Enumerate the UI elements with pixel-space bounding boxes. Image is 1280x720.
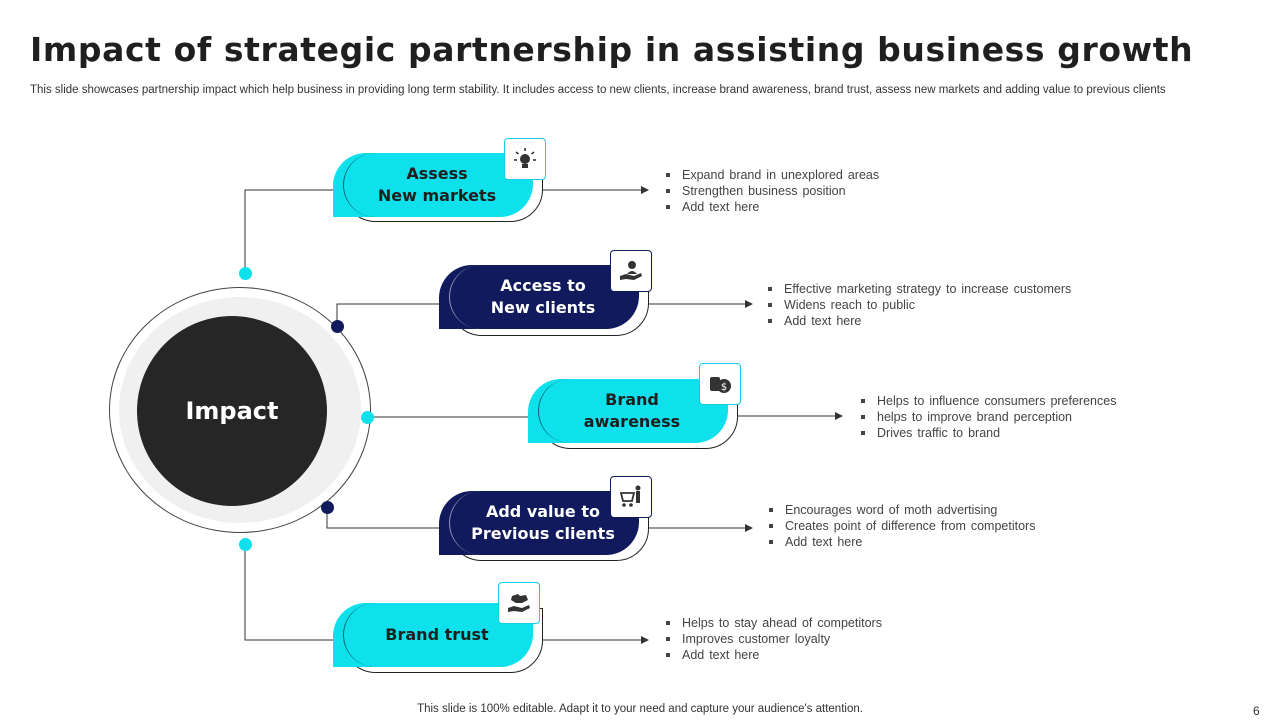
page-number: 6 — [1253, 704, 1260, 718]
icon-box-3: $ — [699, 363, 741, 405]
connector-5 — [244, 544, 335, 641]
bullet-item: Helps to influence consumers preferences — [858, 393, 1116, 409]
bullets-1: Expand brand in unexplored areas Strengt… — [663, 167, 879, 215]
bullets-2: Effective marketing strategy to increase… — [765, 281, 1071, 329]
icon-box-5 — [498, 582, 540, 624]
pill-assess-new-markets: Assess New markets — [333, 153, 533, 217]
slide-subtitle: This slide showcases partnership impact … — [30, 84, 1166, 96]
hub-circle: Impact — [137, 316, 327, 506]
tag-dollar-icon: $ — [710, 377, 731, 393]
bullet-item: Add text here — [766, 534, 1035, 550]
bullet-item: Encourages word of moth advertising — [766, 502, 1035, 518]
bullet-item: Creates point of difference from competi… — [766, 518, 1035, 534]
bullet-item: Add text here — [663, 199, 879, 215]
connector-4 — [326, 507, 441, 529]
bullet-item: Drives traffic to brand — [858, 425, 1116, 441]
bullet-item: Add text here — [765, 313, 1071, 329]
pill-label: Brand trust — [385, 625, 489, 644]
pill-brand-awareness: Brand awareness — [528, 379, 728, 443]
connector-2 — [336, 303, 441, 326]
lightbulb-gear-icon — [514, 148, 536, 168]
bullet-item: Strengthen business position — [663, 183, 879, 199]
bullet-item: Improves customer loyalty — [663, 631, 882, 647]
bullets-5: Helps to stay ahead of competitors Impro… — [663, 615, 882, 663]
hand-handshake-icon — [508, 594, 530, 612]
hand-person-icon — [620, 261, 642, 280]
icon-box-2 — [610, 250, 652, 292]
dot-3 — [361, 411, 374, 424]
shopper-cart-icon — [619, 485, 641, 507]
bullet-item: Expand brand in unexplored areas — [663, 167, 879, 183]
dot-4 — [321, 501, 334, 514]
bullets-3: Helps to influence consumers preferences… — [858, 393, 1116, 441]
bullet-item: Add text here — [663, 647, 882, 663]
dot-5 — [239, 538, 252, 551]
connector-1 — [244, 189, 335, 273]
pill-add-value-previous-clients: Add value to Previous clients — [439, 491, 639, 555]
bullets-4: Encourages word of moth advertising Crea… — [766, 502, 1035, 550]
icon-box-4 — [610, 476, 652, 518]
pill-access-new-clients: Access to New clients — [439, 265, 639, 329]
hub-label: Impact — [185, 397, 279, 425]
bullet-item: Widens reach to public — [765, 297, 1071, 313]
icon-box-1 — [504, 138, 546, 180]
pill-label: Access to New clients — [490, 276, 596, 317]
pill-label: Brand awareness — [583, 390, 681, 431]
bullet-item: Effective marketing strategy to increase… — [765, 281, 1071, 297]
footer-note: This slide is 100% editable. Adapt it to… — [417, 703, 863, 715]
dot-2 — [331, 320, 344, 333]
dot-1 — [239, 267, 252, 280]
pill-label: Add value to Previous clients — [471, 502, 615, 543]
bullet-item: helps to improve brand perception — [858, 409, 1116, 425]
svg-text:$: $ — [721, 382, 727, 393]
slide-title: Impact of strategic partnership in assis… — [30, 30, 1194, 69]
pill-label: Assess New markets — [377, 164, 497, 205]
bullet-item: Helps to stay ahead of competitors — [663, 615, 882, 631]
